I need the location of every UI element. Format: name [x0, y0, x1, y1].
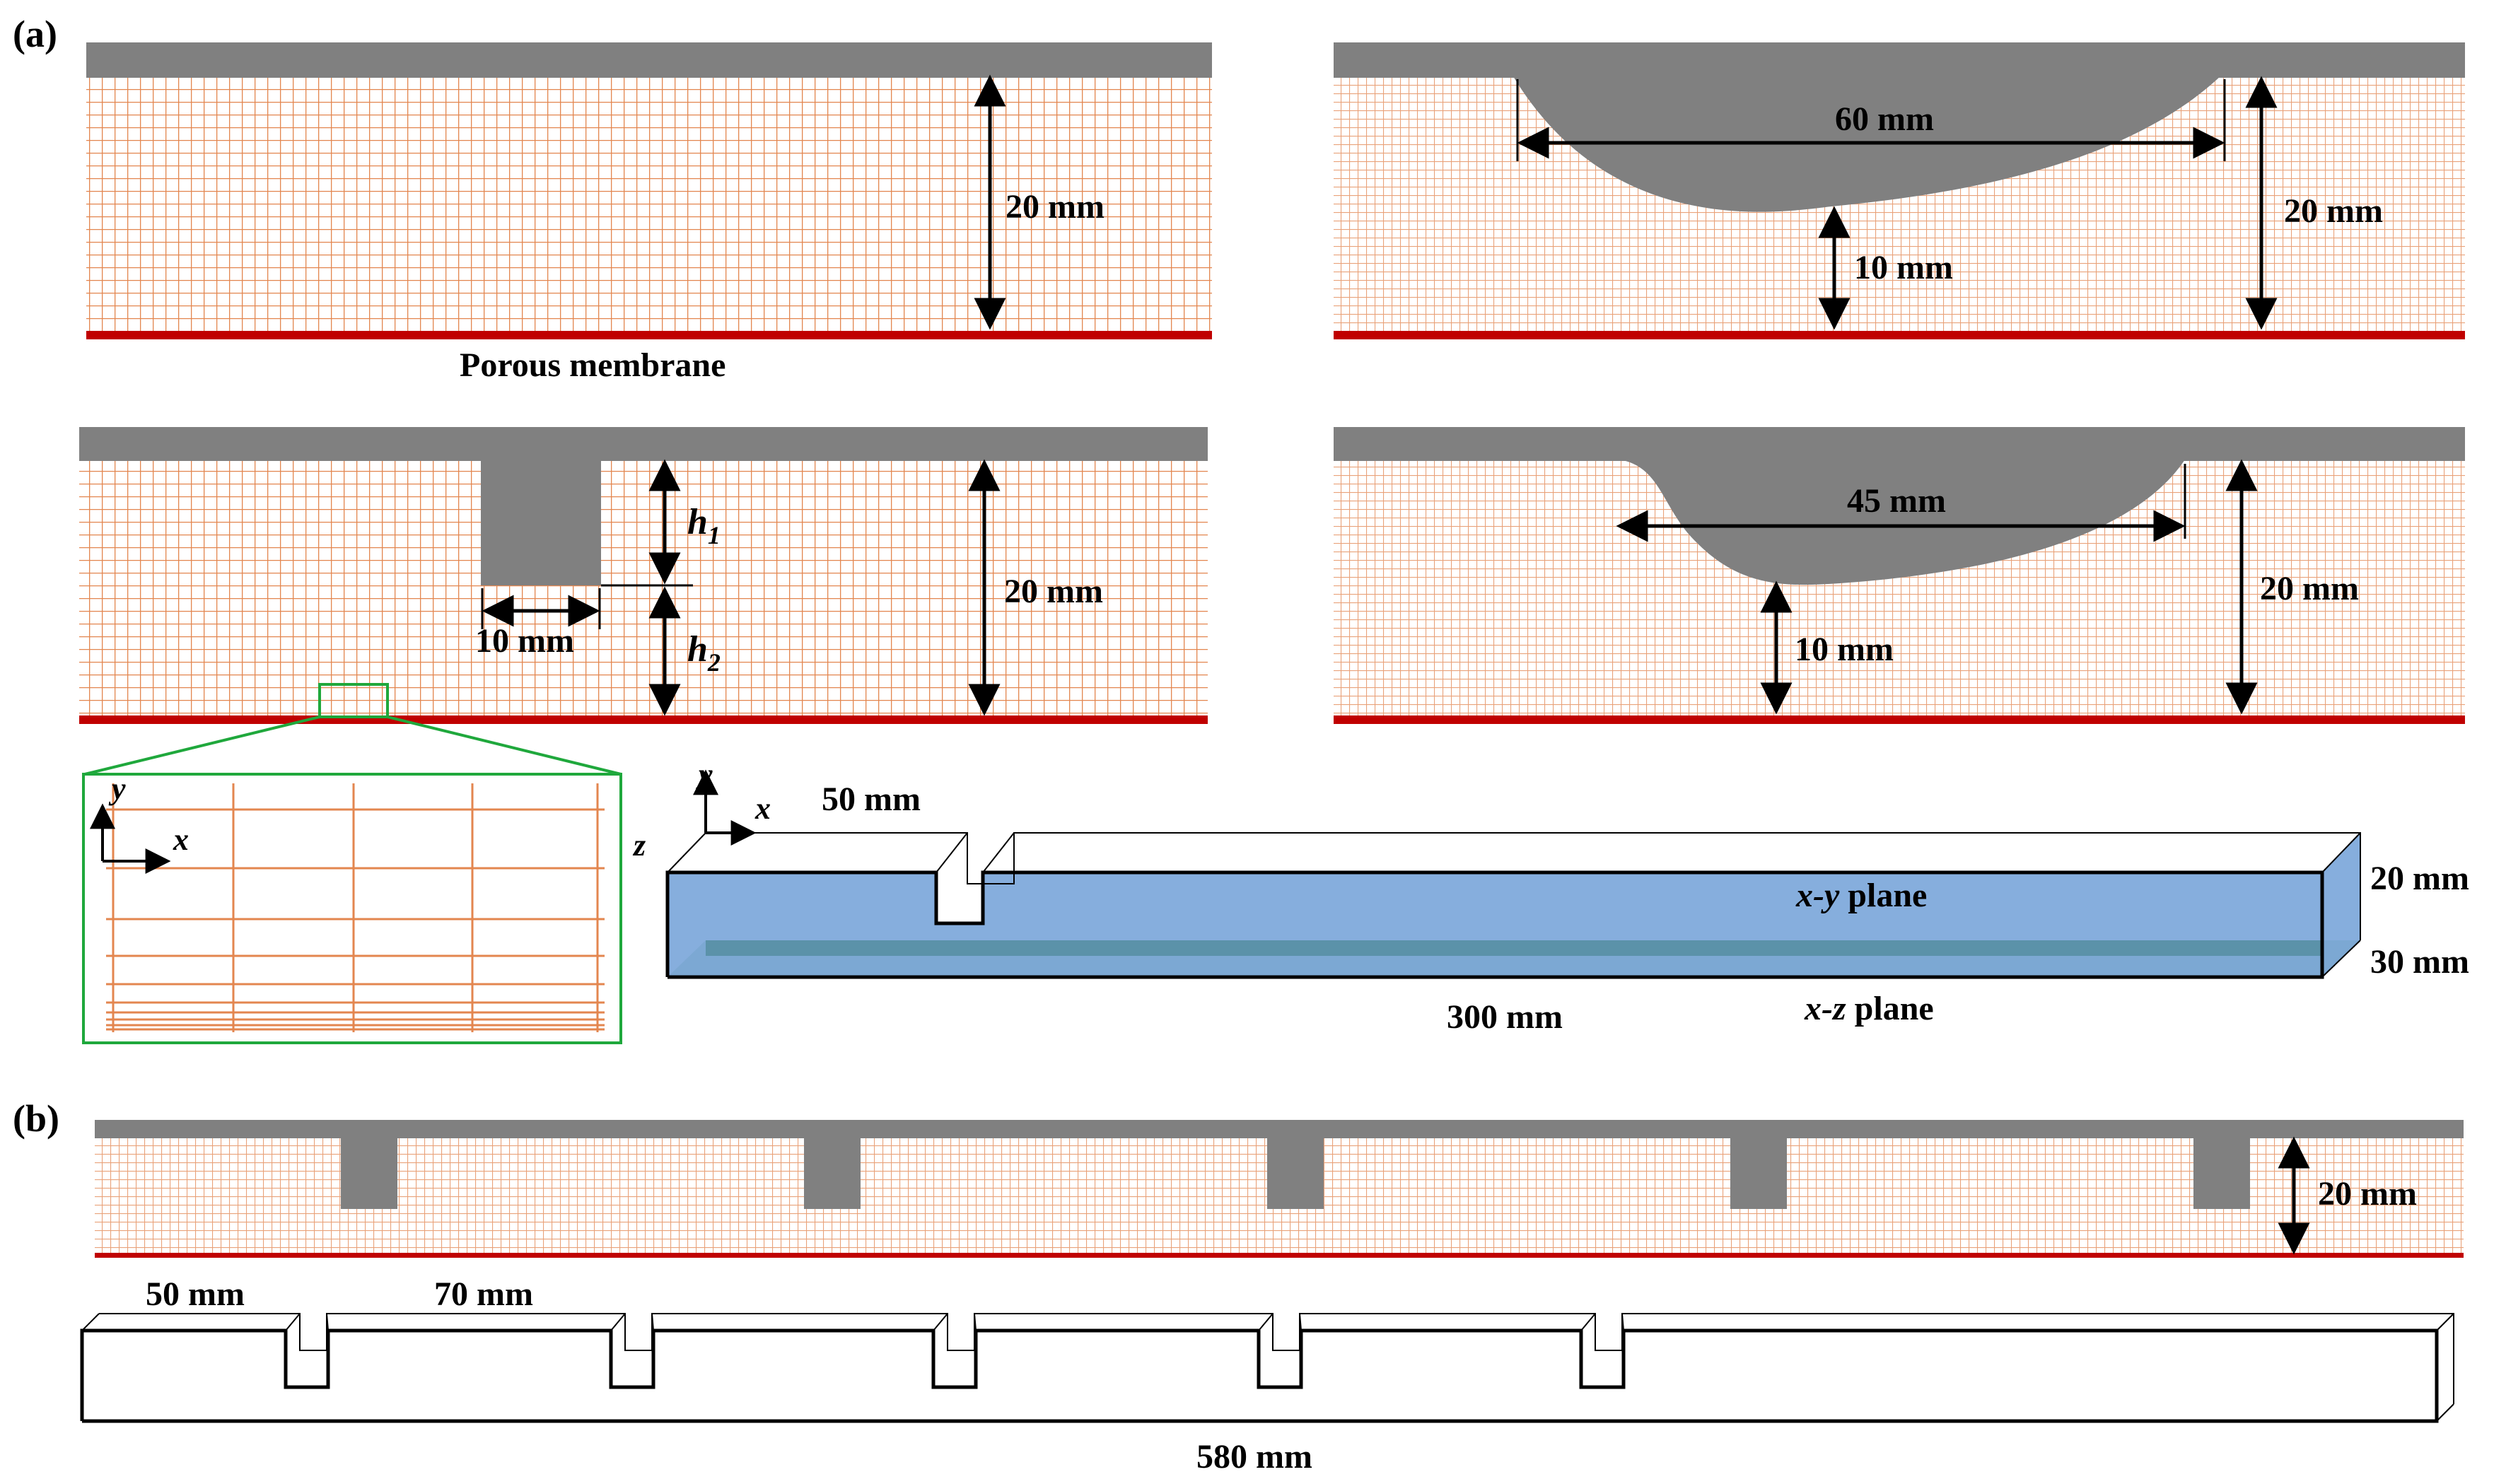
multi-depth-edge-right-bottom [2436, 1403, 2454, 1422]
domain-depth-edge-2 [2321, 832, 2361, 873]
zoom-grid [106, 783, 605, 1032]
rect-spacer-membrane [79, 715, 1208, 724]
flat-channel-top-wall [86, 42, 1212, 78]
arc45-top-wall [1334, 427, 2465, 461]
zoom-y-label: y [108, 771, 126, 806]
membrane-label: Porous membrane [460, 346, 725, 384]
zoom-connector-left [84, 715, 320, 776]
multi-depth-edge-s4a [1258, 1313, 1274, 1331]
arc60-width-label: 60 mm [1835, 100, 1934, 138]
rect-spacer-top-wall [79, 427, 1208, 461]
porous-membrane [86, 331, 1212, 339]
spacer-width-label: 10 mm [475, 622, 574, 660]
multi-front-outline [80, 1328, 2439, 1423]
arc45-membrane [1334, 715, 2465, 724]
multi-depth-edge-s5a [1580, 1313, 1596, 1331]
arc60-height-label: 20 mm [2284, 192, 2383, 230]
domain-front-outline [665, 870, 2324, 979]
domain-x-label: x [754, 791, 771, 826]
multi-depth-edge-s5b [1621, 1313, 1624, 1331]
domain-depth-edge-1 [667, 832, 706, 873]
multi-top-wall [95, 1120, 2464, 1138]
flat-channel-panel: 20 mm Porous membrane [86, 42, 1212, 384]
multi-spacer-3 [1267, 1137, 1324, 1209]
arc60-gap-label: 10 mm [1854, 249, 1953, 286]
flat-channel-mesh [86, 76, 1212, 331]
arc45-width-label: 45 mm [1847, 482, 1946, 520]
multi-depth-edge-s2b [651, 1313, 654, 1331]
panel-b-label: (b) [13, 1097, 59, 1140]
arc60-top-wall [1334, 42, 2465, 78]
multi-depth-edge-right-top [2436, 1313, 2454, 1331]
multi-first-offset-label: 50 mm [146, 1275, 245, 1313]
multi-depth-edge-s1b [326, 1313, 329, 1331]
h2-label: h2 [687, 629, 721, 677]
domain-depth-edge-5 [982, 832, 1015, 873]
multi-length-label: 580 mm [1196, 1438, 1312, 1476]
panel-a-label: (a) [13, 13, 57, 55]
rect-spacer-block [481, 460, 601, 585]
multi-membrane [95, 1253, 2464, 1258]
domain-length-label: 300 mm [1447, 998, 1563, 1036]
multi-height-label: 20 mm [2318, 1175, 2417, 1213]
domain-depth-edge-4 [936, 832, 968, 873]
arc-spacer-45-panel: 45 mm 10 mm 20 mm [1334, 427, 2465, 724]
multi-domain-3d: 50 mm 70 mm 580 mm [80, 1275, 2454, 1476]
multi-depth-edge-s3a [933, 1313, 948, 1331]
zoom-connector-right [387, 715, 622, 776]
multi-spacer-5 [2193, 1137, 2250, 1209]
xy-plane-overlap [706, 940, 2322, 956]
multi-depth-edge-left [81, 1313, 100, 1331]
multi-back-outline [99, 1313, 2454, 1404]
arc45-gap-label: 10 mm [1795, 631, 1894, 668]
zoom-inset: y x [82, 715, 622, 1044]
arc60-membrane [1334, 331, 2465, 339]
zoom-source-box [318, 683, 389, 718]
multi-pitch-label: 70 mm [434, 1275, 533, 1313]
multi-spacer-2 [804, 1137, 861, 1209]
domain-depth-label: 30 mm [2370, 943, 2469, 981]
rect-spacer-panel: h1 h2 10 mm 20 mm [79, 427, 1208, 724]
multi-depth-edge-s1a [285, 1313, 301, 1331]
multi-spacer-4 [1730, 1137, 1787, 1209]
domain-spacer-offset-label: 50 mm [822, 781, 921, 818]
multi-depth-edge-s3b [974, 1313, 977, 1331]
multi-depth-edge-s2a [610, 1313, 626, 1331]
multi-depth-edge-s4b [1299, 1313, 1302, 1331]
flat-channel-height-label: 20 mm [1006, 188, 1105, 226]
multi-spacer-1 [341, 1137, 397, 1209]
xz-plane-label: x-z plane [1804, 990, 1934, 1027]
rect-spacer-height-label: 20 mm [1004, 573, 1103, 610]
zoom-inset-frame [82, 773, 622, 1044]
rect-spacer-mesh [79, 460, 1208, 715]
xy-plane-label: x-y plane [1795, 877, 1927, 914]
domain-depth-edge-3 [2321, 940, 2361, 978]
domain-y-label: y [695, 757, 713, 792]
arc-spacer-60-panel: 60 mm 10 mm 20 mm [1334, 42, 2465, 339]
arc45-height-label: 20 mm [2260, 570, 2359, 607]
domain-3d: y x z 50 mm x-y plane x-z plane 300 mm 2… [632, 757, 2469, 1036]
domain-z-label: z [632, 828, 646, 863]
multi-spacer-channel: 20 mm [95, 1120, 2464, 1258]
domain-height-label: 20 mm [2370, 860, 2469, 897]
h1-label: h1 [687, 502, 721, 549]
zoom-x-label: x [173, 822, 189, 857]
